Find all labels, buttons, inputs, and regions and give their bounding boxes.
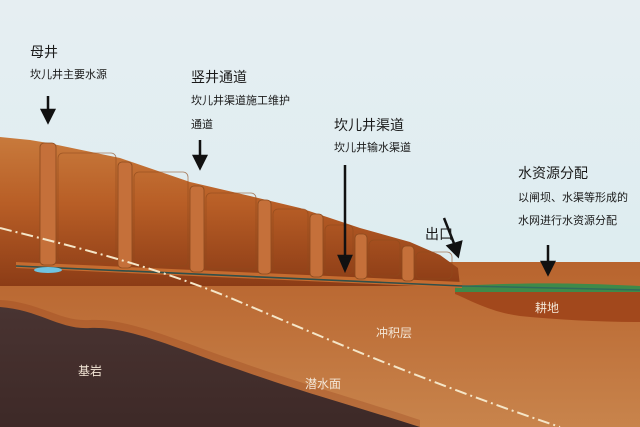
vertical-shafts <box>39 142 415 282</box>
alluvial-layer-label: 冲积层 <box>376 326 413 340</box>
annotation-arrows <box>39 96 557 277</box>
karez-channel-title: 坎儿井渠道 <box>334 118 404 134</box>
vertical-shaft-desc-1: 坎儿井渠道施工维护 <box>191 94 290 107</box>
mother-well-desc: 坎儿井主要水源 <box>30 68 107 81</box>
outlet-title: 出口 <box>425 227 453 243</box>
vertical-shaft-title: 竖井通道 <box>191 70 247 86</box>
water-table-label: 潜水面 <box>305 377 342 391</box>
mother-well-title: 母井 <box>30 45 58 61</box>
farmland-soil <box>455 292 640 322</box>
water-distribution-desc-2: 水网进行水资源分配 <box>518 214 617 227</box>
water-table-line <box>0 227 561 427</box>
bedrock-label: 基岩 <box>78 364 103 378</box>
vertical-shaft-desc-2: 通道 <box>191 118 213 131</box>
water-pool <box>34 267 62 273</box>
karez-channel-desc: 坎儿井输水渠道 <box>334 141 411 154</box>
bedrock <box>0 307 420 427</box>
water-distribution-desc-1: 以闸坝、水渠等形成的 <box>518 191 628 204</box>
water-distribution-title: 水资源分配 <box>518 166 588 182</box>
farmland-label: 耕地 <box>535 301 560 315</box>
